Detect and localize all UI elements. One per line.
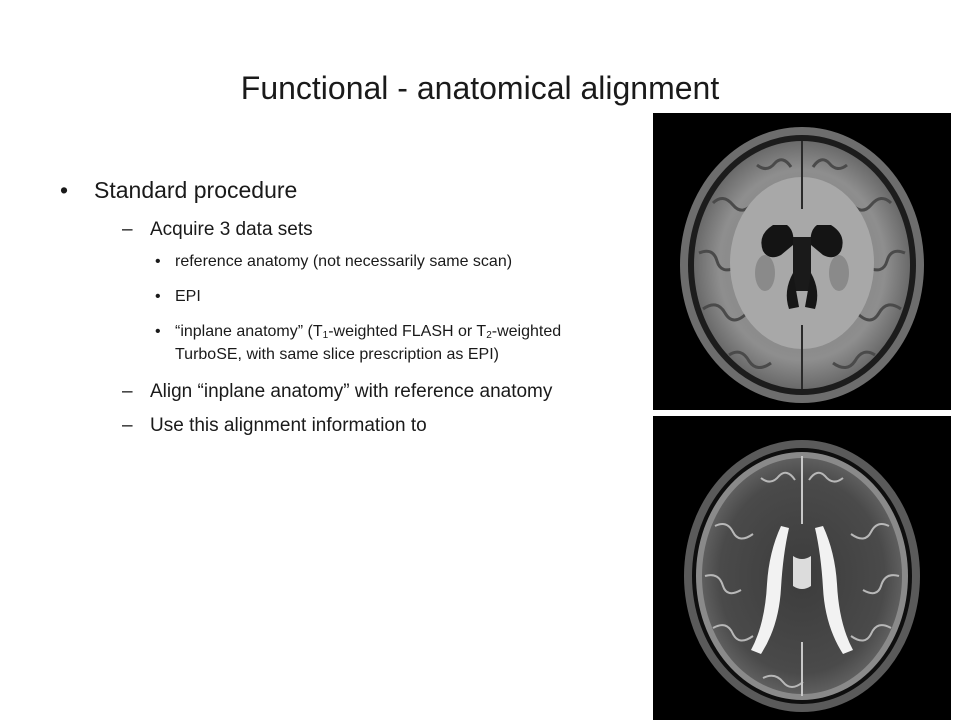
slide-body: • Standard procedure – Acquire 3 data se…	[60, 172, 640, 446]
text-part: “inplane anatomy” (T	[175, 323, 323, 340]
bullet-acquire-data-sets: – Acquire 3 data sets	[122, 216, 640, 244]
subscript: 1	[322, 330, 329, 341]
bullet-standard-procedure: • Standard procedure	[60, 172, 640, 208]
t2-brain-mri-graphic	[653, 416, 951, 720]
bullet-text: Use this alignment information to	[150, 415, 427, 436]
subscript: 2	[486, 330, 492, 341]
bullet-align-inplane: – Align “inplane anatomy” with reference…	[122, 378, 640, 406]
bullet-reference-anatomy: • reference anatomy (not necessarily sam…	[155, 250, 640, 273]
bullet-text: reference anatomy (not necessarily same …	[175, 253, 513, 270]
bullet-text: Acquire 3 data sets	[150, 219, 313, 240]
bullet-text: Align “inplane anatomy” with reference a…	[150, 381, 553, 402]
bullet-inplane-anatomy: • “inplane anatomy” (T1-weighted FLASH o…	[155, 320, 640, 366]
bullet-text: Standard procedure	[94, 177, 298, 203]
dash-marker: –	[122, 219, 133, 240]
bullet-text: “inplane anatomy” (T1-weighted FLASH or …	[175, 323, 561, 363]
t2-brain-mri-image	[653, 416, 951, 720]
bullet-marker: •	[155, 253, 161, 270]
t1-brain-mri-image	[653, 113, 951, 410]
text-part: -weighted FLASH or T	[328, 323, 487, 340]
dash-marker: –	[122, 381, 133, 402]
dash-marker: –	[122, 415, 133, 436]
bullet-epi: • EPI	[155, 285, 640, 308]
bullet-use-alignment: – Use this alignment information to	[122, 412, 640, 440]
bullet-marker: •	[60, 177, 69, 203]
text-part: -weighted TurboSE, with same slice presc…	[175, 323, 562, 363]
bullet-marker: •	[155, 288, 161, 305]
bullet-text: EPI	[175, 288, 201, 305]
t1-brain-mri-graphic	[653, 113, 951, 410]
bullet-marker: •	[155, 323, 161, 340]
slide-title: Functional - anatomical alignment	[240, 70, 720, 106]
